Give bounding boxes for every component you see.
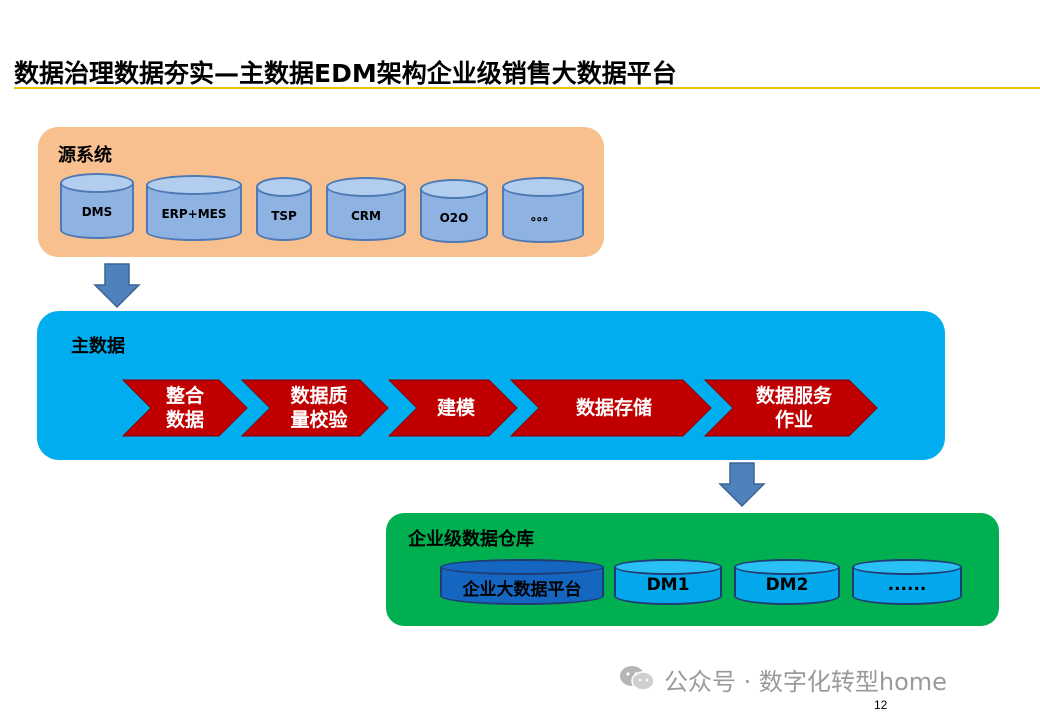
page-number: 12	[874, 698, 888, 712]
source-systems-label: 源系统	[58, 145, 112, 166]
process-step-storage	[509, 379, 712, 437]
process-step-service	[703, 379, 878, 437]
source-system-label: O2O	[439, 211, 469, 225]
warehouse-item-label: DM2	[765, 575, 809, 595]
master-data-panel: 主数据 整合数据 数据质量校验 建模 数据存储 数据服务作业	[37, 311, 945, 460]
down-arrow-icon	[93, 263, 141, 309]
warehouse-label: 企业级数据仓库	[408, 529, 534, 550]
source-system-dms: DMS	[60, 173, 134, 239]
process-step-label: 建模	[436, 397, 475, 419]
warehouse-item-more: ......	[852, 559, 962, 605]
watermark-text: 公众号 · 数字化转型home	[664, 668, 947, 696]
source-system-tsp: TSP	[256, 177, 312, 241]
enterprise-data-warehouse-panel: 企业级数据仓库 企业大数据平台 DM1 DM2 ......	[386, 513, 999, 626]
source-system-label: DMS	[81, 205, 113, 219]
source-system-label: CRM	[351, 209, 381, 223]
process-step-label: 数据质量校验	[290, 385, 348, 431]
warehouse-item-big-data-platform: 企业大数据平台	[440, 559, 604, 605]
master-data-label: 主数据	[71, 336, 125, 357]
warehouse-item-dm2: DM2	[734, 559, 840, 605]
process-step-label: 整合数据	[165, 385, 204, 431]
down-arrow-icon	[718, 462, 766, 508]
source-system-more: 。。。	[502, 177, 584, 243]
process-chevrons	[121, 379, 878, 437]
process-step-label: 数据服务作业	[755, 385, 832, 431]
warehouse-item-label: ......	[887, 575, 927, 595]
source-system-label: TSP	[271, 209, 297, 223]
wechat-icon	[620, 666, 655, 691]
warehouse-item-label: DM1	[646, 575, 690, 595]
page-title: 数据治理数据夯实—主数据EDM架构企业级销售大数据平台	[14, 59, 677, 88]
warehouse-item-label: 企业大数据平台	[462, 580, 582, 600]
process-step-integrate	[121, 379, 248, 437]
source-system-crm: CRM	[326, 177, 406, 241]
warehouse-item-dm1: DM1	[614, 559, 722, 605]
process-step-quality-check	[240, 379, 389, 437]
source-system-label: 。。。	[530, 209, 555, 223]
source-system-label: ERP+MES	[161, 207, 227, 221]
source-systems-panel: 源系统 DMS ERP+MES TSP CRM O2O 。。。	[38, 127, 604, 257]
title-underline	[14, 87, 1040, 89]
process-step-modeling	[387, 379, 518, 437]
source-system-o2o: O2O	[420, 179, 488, 243]
source-system-erp-mes: ERP+MES	[146, 175, 242, 241]
process-step-label: 数据存储	[575, 397, 652, 419]
